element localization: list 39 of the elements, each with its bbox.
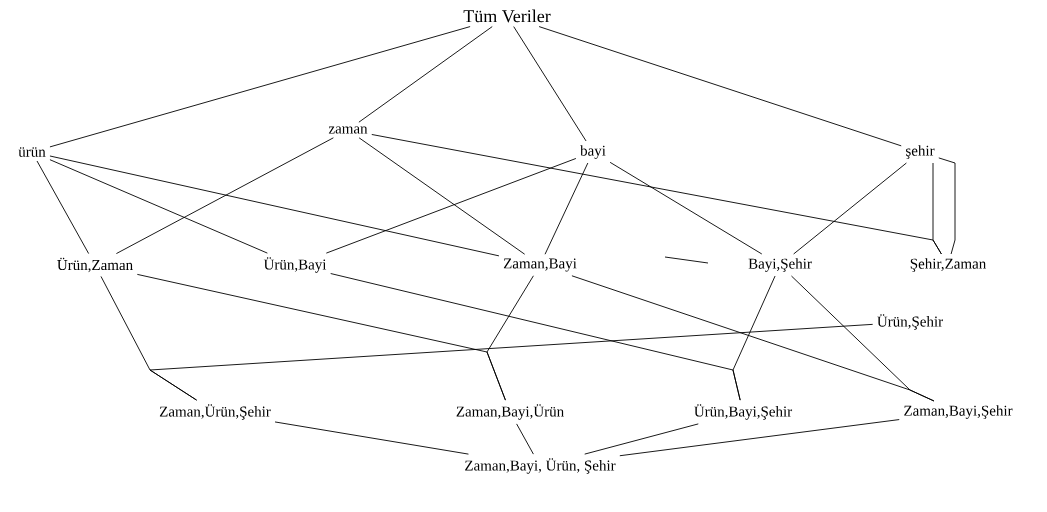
connector-line <box>358 26 493 123</box>
connector-line <box>149 323 874 401</box>
cuboid-label: Ürün,Bayi <box>263 257 327 273</box>
cuboid-label: Zaman,Ürün,Şehir <box>159 404 271 420</box>
cuboid-label: zaman <box>328 126 368 134</box>
connector-line <box>49 159 268 254</box>
cuboid-label: şehir <box>906 145 935 159</box>
connector-line <box>932 162 942 255</box>
connector-line <box>732 275 776 401</box>
cuboid-label: Zaman,Bayi,Ürün <box>456 404 564 420</box>
connector-line <box>791 275 935 402</box>
cuboid-label: ürün <box>18 147 46 157</box>
cuboid-label: Bayi,Şehir <box>748 258 812 272</box>
connector-line <box>36 160 90 254</box>
connector-line <box>609 161 763 255</box>
connector-line <box>938 157 956 255</box>
cuboid-label: Tüm Veriler <box>463 9 551 23</box>
cuboid-label: Zaman,Bayi,Şehir <box>904 405 1013 419</box>
cuboid-label: Ürün,Zaman <box>57 257 133 273</box>
connector-line <box>584 423 699 455</box>
connector-line <box>793 162 907 255</box>
cuboid-label: Ürün,Bayi,Şehir <box>694 404 793 420</box>
connector-line <box>544 162 589 255</box>
connector-line <box>274 421 469 455</box>
connector-line <box>49 155 500 257</box>
cuboid-label: bayi <box>580 145 606 159</box>
connector-line <box>358 137 526 255</box>
connector-line <box>325 158 577 254</box>
connector-line <box>516 423 534 455</box>
connector-line <box>49 26 471 148</box>
cuboid-label: Ürün,Şehir <box>877 314 943 330</box>
cuboid-label: Zaman,Bayi <box>503 258 577 272</box>
connector-line <box>115 137 334 254</box>
connector-line <box>513 26 587 142</box>
connector-line <box>538 26 902 147</box>
connector-line <box>486 275 534 401</box>
cuboid-label: Şehir,Zaman <box>910 258 987 272</box>
connector-line <box>619 419 900 457</box>
cuboid-label: Zaman,Bayi, Ürün, Şehir <box>465 458 616 474</box>
